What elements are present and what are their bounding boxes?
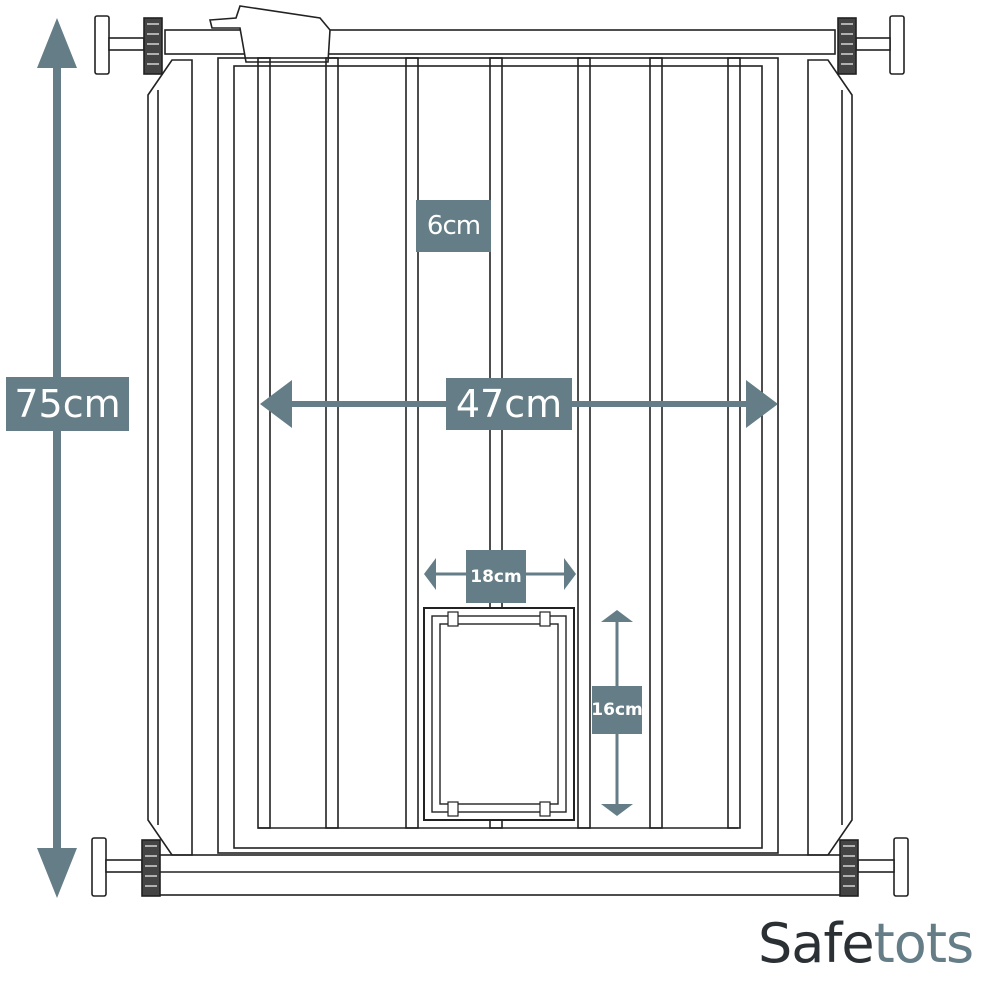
vertical-bars	[257, 57, 741, 829]
pressure-fitting-top-right	[837, 15, 905, 75]
latch-handle	[208, 5, 331, 63]
bar-spacing-label: 6cm	[416, 200, 491, 252]
width-label: 47cm	[446, 378, 572, 430]
height-label: 75cm	[6, 377, 129, 431]
door-width-label: 18cm	[466, 550, 526, 603]
brand-logo-part2: tots	[873, 912, 975, 975]
pressure-fitting-bottom-left	[91, 837, 161, 897]
pet-door	[423, 607, 575, 821]
height-arrow	[37, 18, 77, 898]
left-post	[147, 59, 193, 856]
pressure-fitting-top-left	[94, 15, 163, 75]
brand-logo: Safetots	[758, 912, 998, 992]
top-rail	[164, 29, 836, 55]
right-post	[807, 59, 853, 856]
pressure-fitting-bottom-right	[839, 837, 909, 897]
bottom-rail	[157, 854, 843, 896]
brand-logo-part1: Safe	[758, 912, 875, 975]
door-height-label: 16cm	[591, 686, 643, 734]
